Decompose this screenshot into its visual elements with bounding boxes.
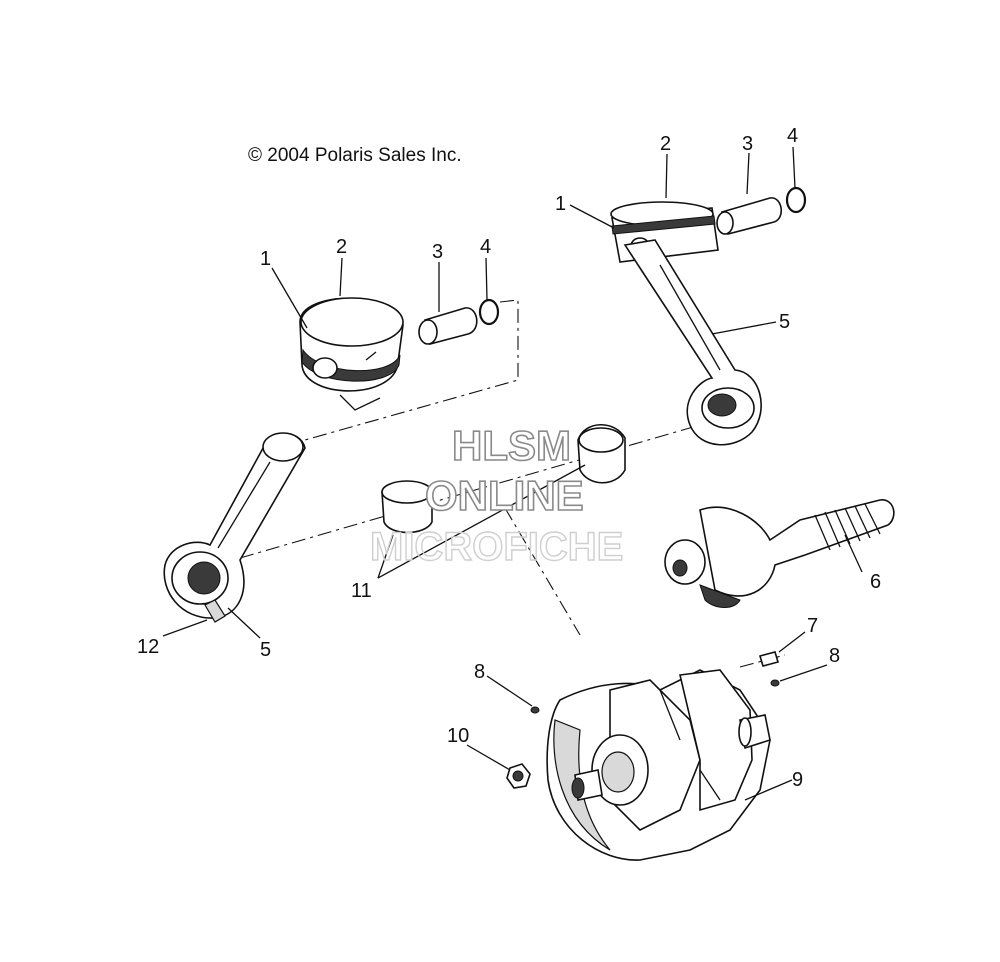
callout-right-clip: 4 <box>787 125 798 147</box>
left-piston-pin <box>418 307 478 345</box>
callout-right-piston: 1 <box>555 193 566 215</box>
callout-screw-right: 8 <box>829 645 840 667</box>
watermark-line3: MICROFICHE <box>370 525 623 569</box>
callout-numbers: 1 2 3 4 1 2 3 4 5 5 6 7 8 8 9 10 11 12 <box>137 125 881 791</box>
callout-bearings: 11 <box>351 580 372 602</box>
right-circlip <box>785 186 807 214</box>
watermark: HLSM ONLINE MICROFICHE <box>369 421 624 570</box>
callout-crankshaft: 9 <box>792 769 803 791</box>
callout-screw-left: 8 <box>474 661 485 683</box>
leader-lines <box>162 146 863 801</box>
callout-left-pin: 3 <box>432 241 443 263</box>
callout-dowel-pin: 7 <box>807 615 818 637</box>
screw-right <box>770 679 780 687</box>
right-piston-rod-assembly <box>610 201 762 446</box>
right-piston-pin <box>716 197 782 235</box>
callout-left-piston: 1 <box>260 248 271 270</box>
watermark-line1: HLSM <box>452 422 571 469</box>
callout-left-clip: 4 <box>480 236 491 258</box>
left-piston <box>299 297 404 411</box>
callout-shaft: 6 <box>870 571 881 593</box>
callout-left-piston-top: 2 <box>336 236 347 258</box>
nut <box>506 763 531 789</box>
lower-bearing <box>381 480 433 534</box>
callout-nut: 10 <box>447 725 469 747</box>
left-circlip <box>478 298 500 326</box>
dowel-pin <box>758 651 780 667</box>
callout-right-pin: 3 <box>742 133 753 155</box>
copyright-text: © 2004 Polaris Sales Inc. <box>248 145 462 166</box>
callout-bolt: 12 <box>137 636 159 658</box>
callout-right-rod: 5 <box>779 311 790 333</box>
watermark-line2: ONLINE <box>425 472 584 519</box>
screw-left <box>530 706 540 714</box>
upper-bearing <box>577 424 626 484</box>
crankshaft <box>546 669 771 861</box>
callout-right-piston-top: 2 <box>660 133 671 155</box>
output-shaft <box>664 499 895 608</box>
left-connecting-rod <box>163 432 306 623</box>
callout-left-rod: 5 <box>260 639 271 661</box>
